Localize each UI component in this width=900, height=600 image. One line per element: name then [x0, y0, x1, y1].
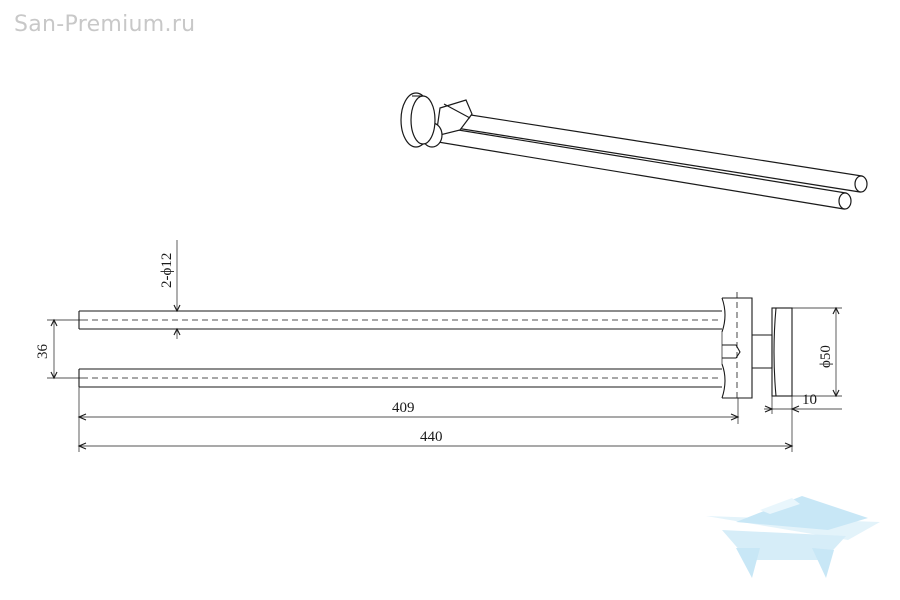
brand-logo-icon	[706, 496, 880, 578]
dim-label-tube-diameter: 2-ϕ12	[159, 253, 175, 288]
lower-bar	[78, 368, 722, 388]
dim-total-length: 440	[77, 396, 794, 452]
technical-drawing: 2-ϕ12 36 409 440	[35, 240, 842, 452]
dim-tube-diameter: 2-ϕ12	[159, 240, 181, 339]
dim-inner-length: 409	[77, 387, 740, 424]
connector-neck	[752, 334, 773, 369]
dim-flange-diameter: ϕ50	[792, 306, 842, 398]
dim-spacing: 36	[35, 318, 82, 380]
wall-flange	[771, 307, 793, 397]
isometric-view	[400, 92, 868, 210]
upper-bar	[78, 310, 722, 330]
dim-label-total-length: 440	[420, 429, 443, 445]
dim-label-flange-depth: 10	[802, 392, 817, 408]
dim-flange-depth: 10	[764, 392, 842, 414]
dim-label-flange-diameter: ϕ50	[818, 345, 834, 368]
iso-wall-flange	[400, 92, 436, 148]
site-watermark: San-Premium.ru	[14, 12, 196, 37]
dim-label-spacing: 36	[35, 344, 51, 360]
dim-label-inner-length: 409	[392, 400, 415, 416]
swivel-joint	[721, 292, 753, 402]
